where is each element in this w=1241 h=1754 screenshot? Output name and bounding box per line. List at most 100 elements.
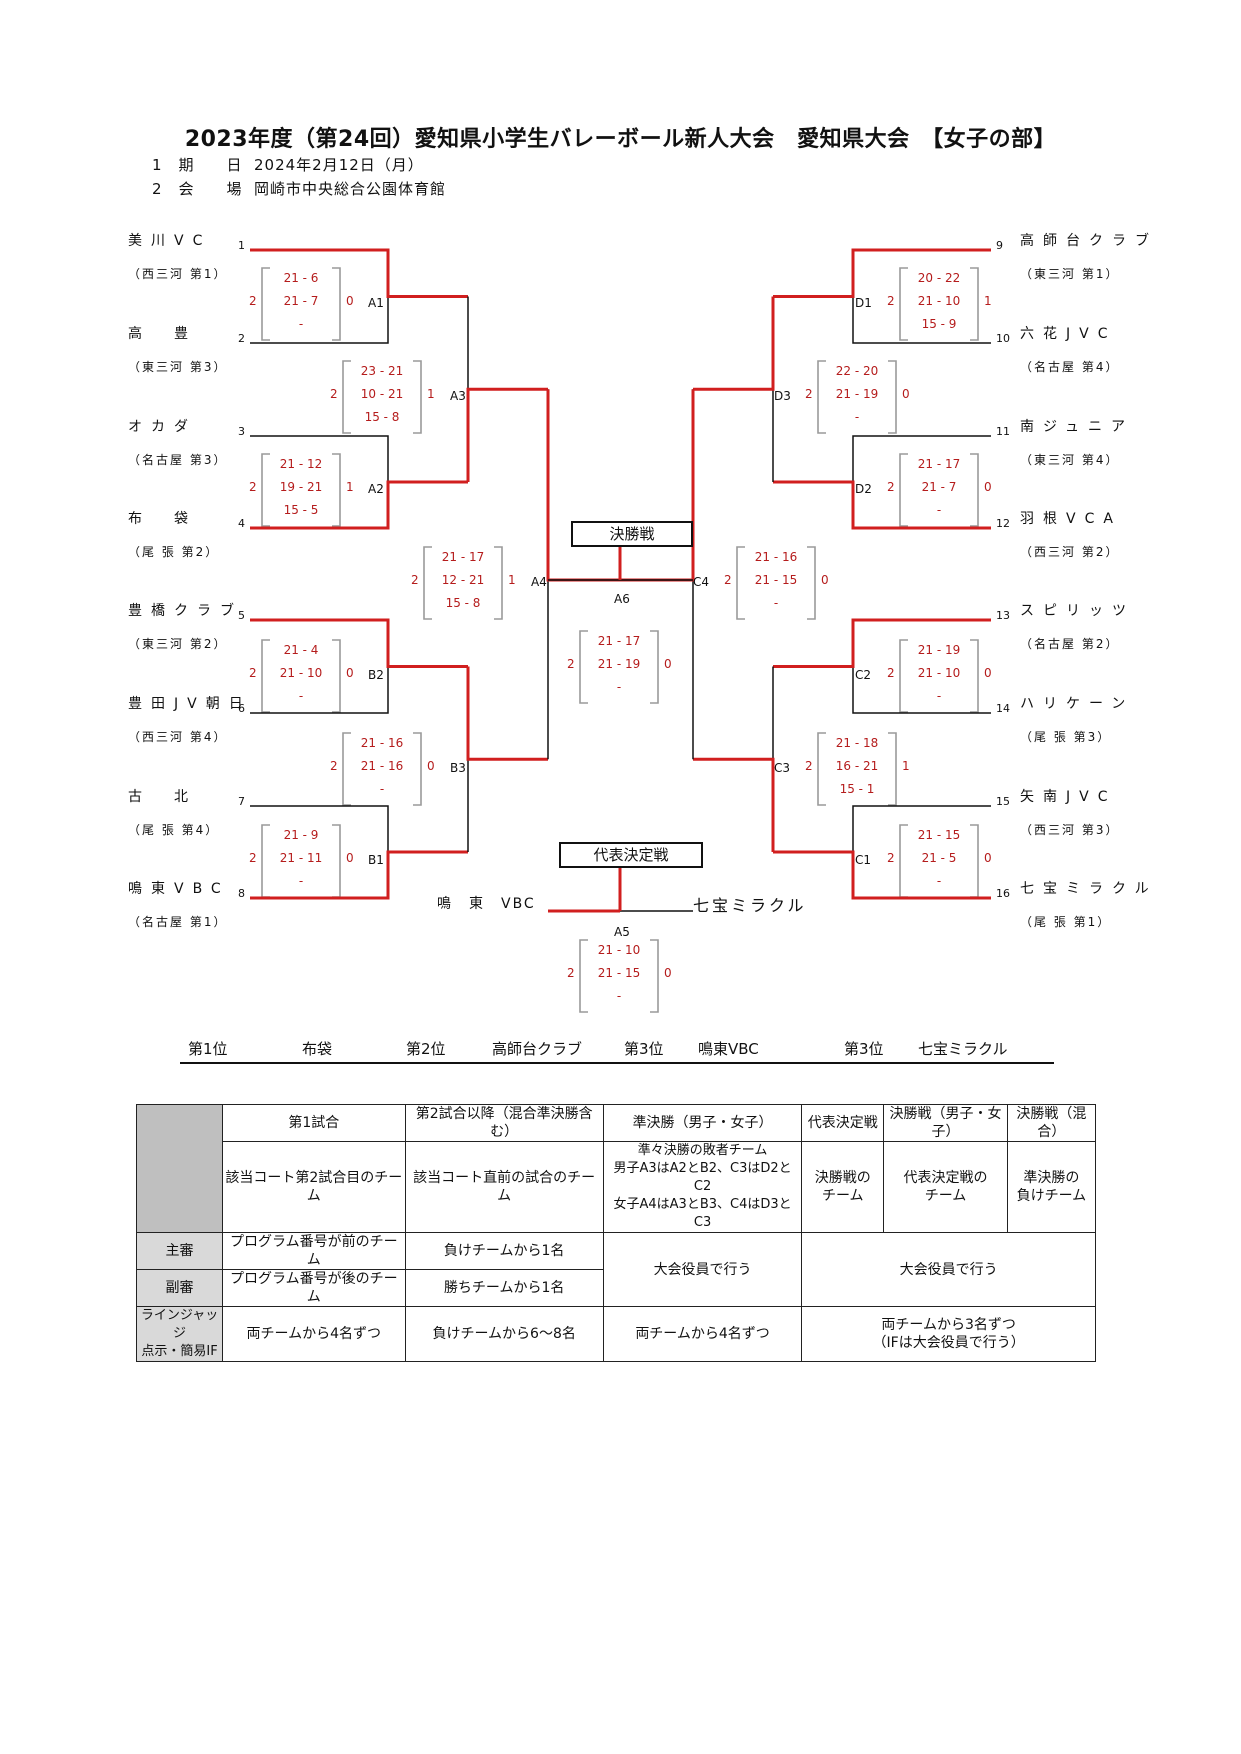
team-district: （尾 張 第2） [128,545,220,559]
row-label-line-1: ラインジャッジ [140,1308,219,1341]
set-score: - [298,689,304,703]
team-district: （西三河 第4） [128,730,228,744]
result-place-1: 第1位 [188,1040,228,1058]
set-score: 21 - 10 [597,943,641,957]
venue-label: 2 会 場 [152,180,243,198]
team-name: 布 袋 [128,511,197,527]
result-place-3b: 第3位 [844,1040,884,1058]
team-district: （尾 張 第4） [128,823,220,837]
set-score: - [936,874,942,888]
set-score: 21 - 7 [921,480,957,494]
seed-number: 4 [238,517,245,530]
seed-number: 6 [238,702,245,715]
team-district: （東三河 第1） [1020,267,1120,281]
sets-won-left: 2 [249,851,257,865]
set-score: 21 - 17 [917,457,961,471]
seed-number: 7 [238,795,245,808]
page-title: 2023年度（第24回）愛知県小学生バレーボール新人大会 愛知県大会 【女子の部… [184,127,1057,152]
set-score: 21 - 5 [921,851,957,865]
winner-line-B1 [250,850,468,900]
set-score: 21 - 9 [283,828,319,842]
sets-won-left: 2 [887,666,895,680]
table-cell: プログラム番号が後のチーム [222,1269,406,1307]
set-score: - [773,596,779,610]
set-score: 21 - 10 [917,666,961,680]
tournament-bracket [250,248,991,1013]
sets-won-right: 0 [346,851,354,865]
winner-line-B3 [466,666,548,761]
set-score: - [379,782,385,796]
score-bracket-left [342,360,351,434]
team-name: 美川VC [128,233,212,249]
sets-won-left: 2 [411,573,419,587]
team-name: 羽根VCA [1020,511,1122,527]
set-score: 21 - 7 [283,294,319,308]
table-cell-line: 代表決定戦の [903,1170,988,1186]
score-bracket-right [494,546,503,620]
result-team-2: 高師台クラブ [492,1040,583,1058]
table-cell-line: 男子A3はA2とB2、C3はD2とC2 [613,1161,792,1194]
table-cell: 該当コート第2試合目のチーム [222,1141,406,1233]
sets-won-left: 2 [330,387,338,401]
match-label: B1 [368,853,384,867]
table-cell: 準々決勝の敗者チーム 男子A3はA2とB2、C3はD2とC2 女子A4はA3とB… [602,1141,803,1233]
winner-line-C2 [773,618,991,668]
score-bracket-right [650,630,659,704]
team-name: 高 豊 [128,326,197,342]
team-name: 矢南JVC [1020,789,1117,805]
row-label-fukushin: 副審 [135,1269,224,1307]
sets-won-right: 0 [664,966,672,980]
score-bracket-left [342,732,351,806]
set-score: 21 - 10 [279,666,323,680]
team-district: （西三河 第2） [1020,545,1120,559]
set-score: 21 - 19 [917,643,961,657]
row-label-line: ラインジャッジ 点示・簡易IF [135,1306,224,1362]
result-place-3a: 第3位 [624,1040,664,1058]
seed-number: 15 [996,795,1010,808]
winner-line-B2 [250,618,468,668]
match-label: A4 [531,575,547,589]
seed-number: 10 [996,332,1010,345]
set-score: - [298,874,304,888]
sets-won-right: 0 [346,294,354,308]
sets-won-left: 2 [887,480,895,494]
table-header: 決勝戦（混合） [1006,1104,1097,1142]
sets-won-right: 0 [821,573,829,587]
winner-line-A1 [250,248,468,298]
set-score: 21 - 16 [360,759,404,773]
table-corner-cell [135,1104,224,1233]
set-score: 15 - 5 [283,503,319,517]
set-score: - [936,689,942,703]
sets-won-left: 2 [805,387,813,401]
set-score: 10 - 21 [360,387,404,401]
table-header: 第2試合以降（混合準決勝含む） [404,1104,604,1142]
team-name: 豊田JV朝日 [128,696,252,712]
score-bracket-right [888,732,897,806]
set-score: 15 - 1 [839,782,875,796]
match-label: A3 [450,389,466,403]
sets-won-right: 1 [902,759,910,773]
sets-won-left: 2 [724,573,732,587]
table-header: 代表決定戦 [801,1104,885,1142]
team-name: 豊橋クラブ [128,603,243,619]
table-cell: プログラム番号が前のチーム [222,1232,406,1270]
table-cell-line: 女子A4はA3とB3、C4はD3とC3 [613,1197,792,1230]
seed-number: 1 [238,239,245,252]
sets-won-right: 0 [427,759,435,773]
set-score: 21 - 19 [835,387,879,401]
score-bracket-left [817,732,826,806]
score-bracket-left [736,546,745,620]
score-bracket-right [413,360,422,434]
table-cell: 勝ちチームから1名 [404,1269,604,1307]
set-score: 15 - 8 [364,410,400,424]
team-district: （尾 張 第1） [1020,915,1112,929]
match-label: D1 [855,296,872,310]
table-header: 決勝戦（男子・女子） [883,1104,1008,1142]
team-name: 高師台クラブ [1020,233,1158,249]
table-cell: 両チームから4名ずつ [222,1306,406,1362]
set-score: 21 - 15 [917,828,961,842]
sets-won-right: 1 [427,387,435,401]
winner-line-C4-red-part [620,389,695,582]
winner-line-D3 [693,296,775,391]
seed-number: 9 [996,239,1003,252]
